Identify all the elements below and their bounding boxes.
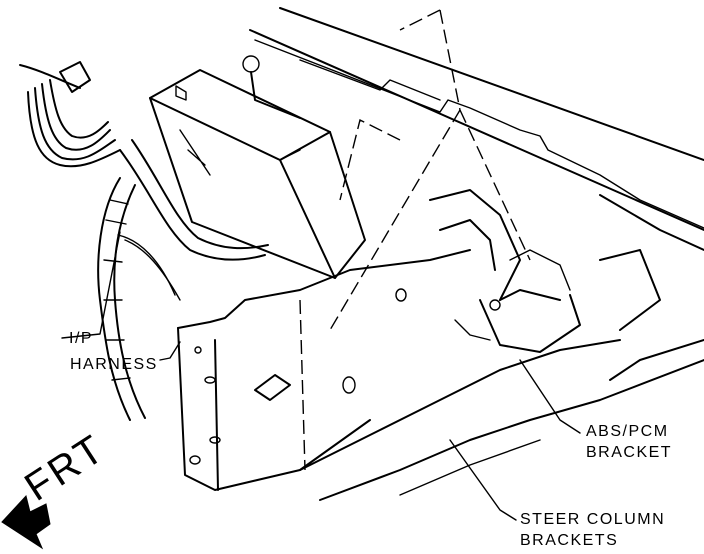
ip-harness-label-line1: I/P <box>69 330 94 347</box>
abs-pcm-bracket-label-line2: BRACKET <box>586 444 673 461</box>
support-bracket <box>177 249 704 501</box>
steer-column-brackets-label-line1: STEER COLUMN <box>520 511 666 528</box>
phantom-lines <box>299 9 531 471</box>
front-arrow-icon <box>1 494 51 550</box>
steer-column-brackets-label-line2: BRACKETS <box>520 532 619 549</box>
ip-harness <box>19 61 269 421</box>
abs-pcm-bracket <box>429 189 704 381</box>
abs-pcm-module <box>149 55 366 279</box>
cowl-panel <box>249 7 704 251</box>
leader-lines <box>61 231 581 521</box>
abs-pcm-bracket-label-line1: ABS/PCM <box>586 423 669 440</box>
ip-harness-label-line2: HARNESS <box>70 356 158 373</box>
